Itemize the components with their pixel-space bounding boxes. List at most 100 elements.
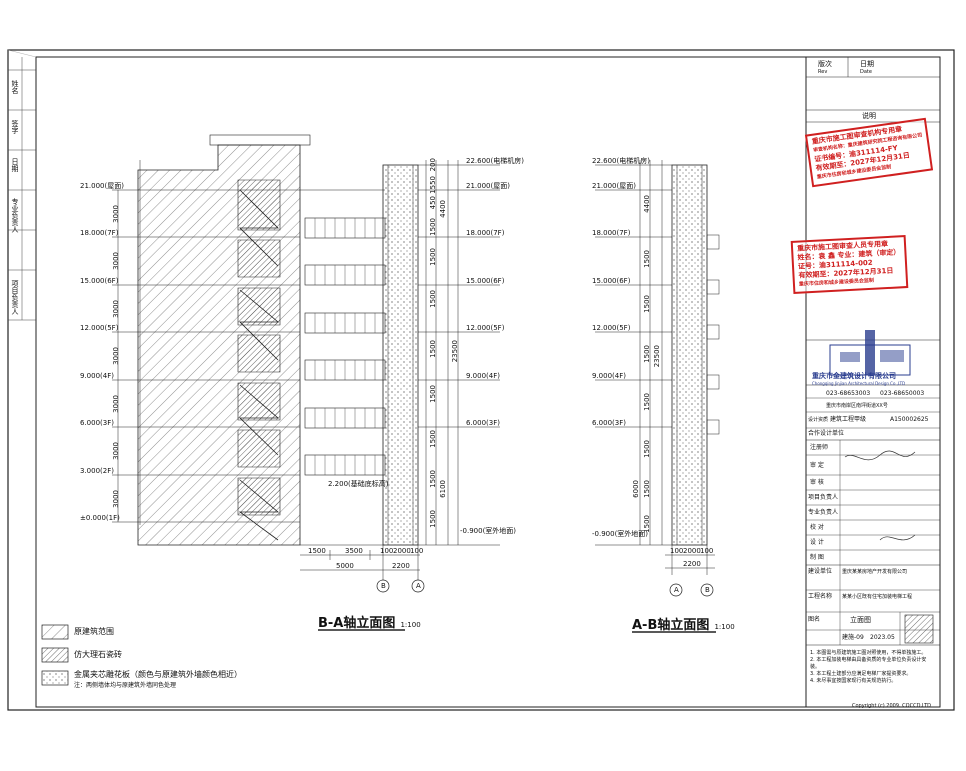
level-label: 15.000(6F) [80,277,119,285]
vertical-dim: 1500 [429,290,437,308]
vertical-dim: 1500 [643,480,651,498]
elevator-shaft-right [671,164,720,546]
left-view-title: B-A轴立面图 1:100 [318,612,421,631]
level-label: 9.000(4F) [80,372,114,380]
drawing-name: 立面图 [850,616,871,624]
vertical-dim: 23500 [451,340,459,363]
bottom-dim: 100 [410,547,424,555]
vertical-dim: 6000 [632,480,640,498]
level-label: -0.900(室外地面) [460,527,517,535]
vertical-dim: 1500 [429,385,437,403]
sheet-number: 建施-09 [842,634,864,641]
vertical-dim: 1500 [429,218,437,236]
role-label: 校 对 [810,524,824,531]
level-label: 9.000(4F) [466,372,500,380]
level-label: 22.600(电梯机房) [466,157,524,165]
level-label: 22.600(电梯机房) [592,157,650,165]
floor-dim: 3000 [112,205,120,223]
cert-no: A150002625 [890,416,929,423]
corridor-railings-left [300,189,386,546]
cert-value: 建筑工程甲级 [830,416,867,423]
total-dim: 5000 [336,562,354,570]
role-label: 注册师 [810,444,829,451]
side-label-project-lead: 项目负责人 [11,280,19,315]
reviewer-stamp: 重庆市施工图审查人员专用章 姓名：袁 鑫 专业：建筑（审定） 证号：渝31111… [790,235,909,294]
role-label: 项目负责人 [808,494,839,501]
legend-note: 注：两侧墙体均与原建筑外墙同色处理 [74,682,177,689]
vertical-dim: 1500 [643,515,651,533]
vertical-dim: 4400 [439,200,447,218]
client-label: 建设单位 [808,568,833,575]
level-label: 6.000(3F) [466,419,500,427]
vertical-dim: 4400 [643,195,651,213]
company-address: 重庆市南岸区南坪街道XX号 [826,403,888,409]
side-label-date: 日期 [11,158,19,172]
level-label: 18.000(7F) [592,229,631,237]
date-header: 日期 [860,60,874,68]
company-fax: 023-68650003 [880,390,925,397]
floor-dim: 3000 [112,347,120,365]
right-view-title: A-B轴立面图 1:100 [632,614,735,633]
level-label: 12.000(5F) [80,324,119,332]
role-label: 审 定 [810,462,824,469]
vertical-dim: 1500 [429,510,437,528]
company-en: Chongqing Jinjian Architectural Design C… [812,381,906,386]
vertical-dim: 1500 [429,340,437,358]
drawing-date: 2023.05 [870,634,895,641]
floor-dim: 3000 [112,395,120,413]
total-dim: 2200 [683,560,701,568]
vertical-dim: 1500 [429,470,437,488]
grid-axis-b: B [705,586,710,594]
level-label: 21.000(屋面) [592,182,636,190]
role-label: 专业负责人 [808,509,839,516]
left-view-title-text: B-A轴立面图 [318,616,396,631]
company-name: 重庆市金建筑设计有限公司 [812,372,896,380]
rev-header: 版次 [818,60,832,68]
floor-dim: 3000 [112,442,120,460]
level-label: 21.000(屋面) [80,182,124,190]
legend-marble-tile: 仿大理石瓷砖 [74,650,122,659]
vertical-dim: 6100 [439,480,447,498]
vertical-dim: 200 [429,158,437,172]
company-logo [829,330,911,376]
role-label: 审 核 [810,479,824,486]
vertical-dim: 23500 [653,345,661,368]
bottom-dim: 2000 [683,547,701,555]
date-sub: Date [860,69,872,75]
level-label: 18.000(7F) [466,229,505,237]
rev-sub: Rev [818,69,828,75]
vertical-dim: 1550 [429,176,437,194]
notes-header: 说明 [862,112,876,120]
bottom-dim: 100 [380,547,394,555]
legend-original-building: 原建筑范围 [74,627,114,636]
partner-label: 合作设计单位 [808,430,845,437]
note-item: 1. 本图需与原建筑施工图对照使用，不得单独施工。 [810,650,927,656]
client-name: 重庆某某房地产开发有限公司 [842,569,908,575]
vertical-dim: 1500 [643,440,651,458]
legend-metal-panel: 金属夹芯雕花板（颜色与原建筑外墙颜色相近） [74,670,242,679]
bottom-dim: 100 [670,547,684,555]
role-label: 制 图 [810,554,824,561]
original-building-left [137,134,311,546]
cert-label: 设计资质 [808,417,829,423]
level-label: 3.000(2F) [80,467,114,475]
total-dim: 2200 [392,562,410,570]
stair-left [237,179,281,541]
company-phone: 023-68653003 [826,390,871,397]
vertical-dim: 1500 [643,295,651,313]
level-label: ±0.000(1F) [80,514,120,522]
level-label: 15.000(6F) [592,277,631,285]
floor-dim: 3000 [112,252,120,270]
right-view-scale: 1:100 [714,623,735,631]
level-label: 12.000(5F) [466,324,505,332]
level-label: 15.000(6F) [466,277,505,285]
level-label: 6.000(3F) [592,419,626,427]
project-name: 某某小区既有住宅加装电梯工程 [842,594,913,600]
vertical-dim: 1500 [643,345,651,363]
vertical-dim: 1500 [643,250,651,268]
bottom-dim: 100 [700,547,714,555]
project-label: 工程名称 [808,593,833,600]
right-view-title-text: A-B轴立面图 [632,618,710,633]
notes-list: 1. 本图需与原建筑施工图对照使用，不得单独施工。 2. 本工程加装电梯由具备资… [810,650,936,685]
